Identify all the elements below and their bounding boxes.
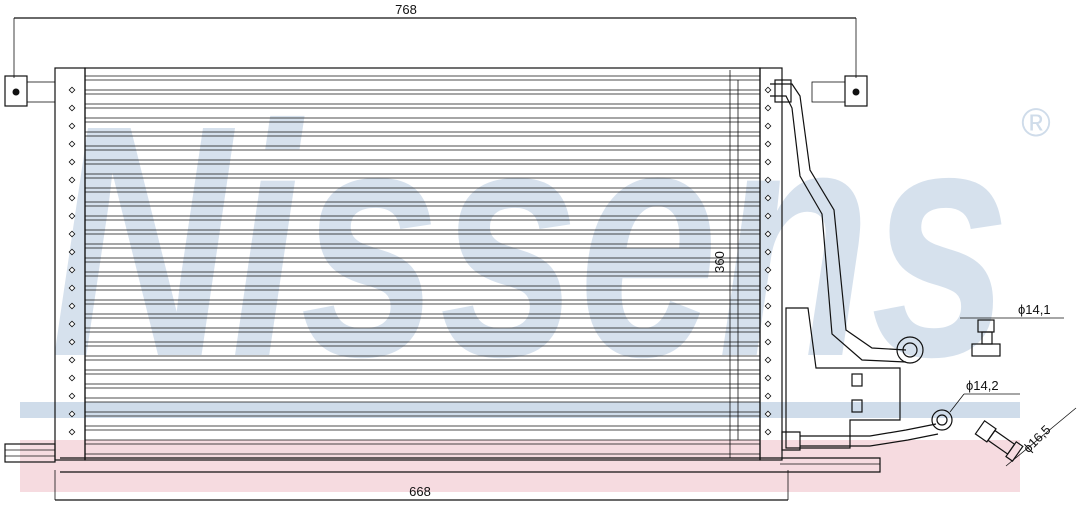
tank-dot bbox=[68, 338, 76, 346]
fitting-callout-14-1: ϕ14,1 bbox=[960, 302, 1064, 357]
tank-dot bbox=[68, 284, 76, 292]
leader-14-2-diagonal bbox=[949, 393, 965, 413]
tank-dot bbox=[764, 104, 772, 112]
overall-width-label: 768 bbox=[395, 2, 417, 17]
tank-dot bbox=[764, 356, 772, 364]
pipe-fitting-lower bbox=[931, 409, 953, 431]
tank-dot bbox=[68, 140, 76, 148]
tank-dot bbox=[68, 374, 76, 382]
inlet-pipe-outer bbox=[800, 423, 937, 437]
tank-dot bbox=[68, 86, 76, 94]
tank-dot bbox=[68, 266, 76, 274]
registered-mark: ® bbox=[1021, 101, 1050, 145]
tank-dot bbox=[764, 320, 772, 328]
tank-dot bbox=[68, 194, 76, 202]
fitting-16-5-label: ϕ16,5 bbox=[1020, 422, 1054, 456]
tank-dots-left bbox=[68, 86, 76, 436]
tank-dot bbox=[68, 122, 76, 130]
bottom-rail-plate bbox=[4, 443, 56, 463]
tank-dot bbox=[764, 302, 772, 310]
tank-dot bbox=[68, 158, 76, 166]
fitting-14-1-label: ϕ14,1 bbox=[1018, 302, 1051, 317]
tank-dot bbox=[764, 392, 772, 400]
tank-dot bbox=[764, 212, 772, 220]
tank-dot bbox=[68, 104, 76, 112]
tank-dot bbox=[764, 266, 772, 274]
core-width-label: 668 bbox=[409, 484, 431, 499]
outlet-pipe-outer bbox=[770, 83, 907, 351]
fitting-14-1-base bbox=[971, 343, 1001, 357]
tank-dot bbox=[68, 356, 76, 364]
mounting-bracket-left bbox=[4, 75, 56, 107]
bolt-hole-left bbox=[12, 88, 20, 96]
pipe-connector-bottom bbox=[781, 431, 801, 451]
tank-dot bbox=[68, 176, 76, 184]
inlet-pipe-inner bbox=[800, 433, 939, 447]
tank-dot bbox=[764, 86, 772, 94]
refrigerant-piping bbox=[60, 79, 953, 473]
tank-dot bbox=[764, 248, 772, 256]
tank-dot bbox=[764, 284, 772, 292]
tank-dot bbox=[764, 428, 772, 436]
tank-dot bbox=[764, 230, 772, 238]
tank-dots-right bbox=[764, 86, 772, 436]
leader-16-5 bbox=[1005, 407, 1077, 467]
tank-dot bbox=[764, 158, 772, 166]
fitting-callout-14-2: ϕ14,2 bbox=[949, 378, 1020, 413]
mounting-bracket-right bbox=[811, 75, 868, 107]
tank-dot bbox=[68, 230, 76, 238]
tank-dot bbox=[764, 122, 772, 130]
tank-dot bbox=[764, 140, 772, 148]
bottom-rail-left bbox=[4, 443, 56, 463]
tank-dot bbox=[764, 194, 772, 202]
bottom-rail-long bbox=[60, 457, 881, 473]
bracket-arm-right bbox=[811, 81, 846, 103]
core-height-dimension: 360 bbox=[712, 80, 739, 440]
pipe-connector-top bbox=[774, 79, 792, 103]
tank-dot bbox=[68, 212, 76, 220]
pipe-fitting-upper bbox=[896, 336, 924, 364]
watermark-pink-band bbox=[20, 440, 1020, 492]
watermark-logo-text: Nissens bbox=[50, 56, 1010, 425]
fitting-16-5-body bbox=[974, 419, 1024, 462]
tank-dot bbox=[68, 392, 76, 400]
tank-dot bbox=[68, 428, 76, 436]
tank-dot bbox=[68, 302, 76, 310]
tank-dot bbox=[68, 248, 76, 256]
outlet-pipe-inner bbox=[770, 95, 907, 363]
tank-dot bbox=[764, 338, 772, 346]
tank-dot bbox=[764, 374, 772, 382]
pipe-fitting-lower-inner bbox=[936, 414, 948, 426]
core-height-label: 360 bbox=[712, 251, 727, 273]
bolt-hole-right bbox=[852, 88, 860, 96]
tank-dot bbox=[68, 320, 76, 328]
tank-dot bbox=[68, 410, 76, 418]
receiver-drier-bracket bbox=[785, 307, 901, 449]
header-tank-right bbox=[759, 67, 783, 461]
core-width-dimension: 668 bbox=[54, 470, 789, 501]
fitting-16-5-flange bbox=[1005, 440, 1024, 462]
overall-width-dimension: 768 bbox=[13, 2, 857, 78]
tank-dot bbox=[764, 410, 772, 418]
bracket-slot-1 bbox=[851, 373, 863, 387]
watermark: Nissens ® bbox=[20, 56, 1051, 492]
tank-dot bbox=[764, 176, 772, 184]
fitting-14-2-label: ϕ14,2 bbox=[966, 378, 999, 393]
bracket-slot-2 bbox=[851, 399, 863, 413]
pipe-fitting-upper-inner bbox=[902, 342, 918, 358]
